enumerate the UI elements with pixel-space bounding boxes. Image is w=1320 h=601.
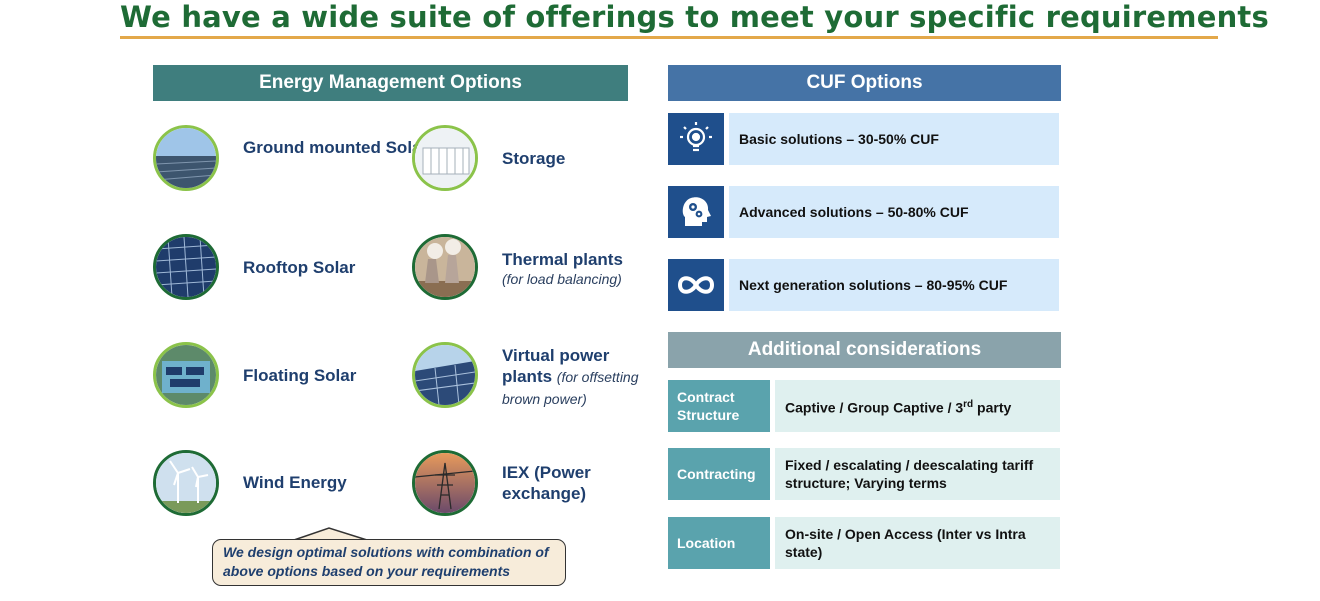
- title-underline: [120, 36, 1218, 39]
- callout-text: We design optimal solutions with combina…: [212, 539, 566, 586]
- option-label-storage: Storage: [502, 149, 566, 168]
- cuf-item-basic: Basic solutions – 30-50% CUF: [729, 113, 1059, 165]
- head-gears-icon: [668, 186, 724, 238]
- consideration-label-location: Location: [668, 517, 770, 569]
- floating-solar-photo: [153, 342, 219, 408]
- page-title: We have a wide suite of offerings to mee…: [120, 0, 1269, 34]
- storage-photo: [412, 125, 478, 191]
- cuf-item-advanced: Advanced solutions – 50-80% CUF: [729, 186, 1059, 238]
- rooftop-solar-photo: [153, 234, 219, 300]
- contract-structure-superscript: rd: [963, 398, 974, 410]
- contract-structure-text-end: party: [973, 399, 1012, 416]
- consideration-label-contracting: Contracting: [668, 448, 770, 500]
- ground-solar-photo: [153, 125, 219, 191]
- virtual-power-photo: [412, 342, 478, 408]
- virtual-power-title: Virtual power plants: [502, 346, 610, 386]
- option-label-virtual-power: Virtual power plants (for offsetting bro…: [502, 345, 652, 410]
- callout-note: We design optimal solutions with combina…: [212, 527, 566, 587]
- consideration-value-contract-structure: Captive / Group Captive / 3rd party: [775, 380, 1060, 432]
- transmission-tower-photo: [412, 450, 478, 516]
- cuf-item-next-gen: Next generation solutions – 80-95% CUF: [729, 259, 1059, 311]
- thermal-plant-photo: [412, 234, 478, 300]
- virtual-power-subtitle: (for offsetting brown power): [502, 369, 639, 407]
- cuf-options-header: CUF Options: [668, 65, 1061, 101]
- consideration-label-contract-structure: Contract Structure: [668, 380, 770, 432]
- option-label-ground-solar: Ground mounted Solar: [243, 138, 429, 157]
- consideration-value-contracting: Fixed / escalating / deescalating tariff…: [775, 448, 1060, 500]
- lightbulb-icon: [668, 113, 724, 165]
- option-label-iex: IEX (Power exchange): [502, 463, 591, 503]
- thermal-subtitle: (for load balancing): [502, 271, 622, 287]
- contract-structure-text: Captive / Group Captive / 3: [785, 399, 964, 416]
- infinity-icon: [668, 259, 724, 311]
- consideration-value-location: On-site / Open Access (Inter vs Intra st…: [775, 517, 1060, 569]
- option-label-rooftop-solar: Rooftop Solar: [243, 258, 356, 277]
- additional-considerations-header: Additional considerations: [668, 332, 1061, 368]
- option-label-floating-solar: Floating Solar: [243, 366, 357, 385]
- energy-management-header: Energy Management Options: [153, 65, 628, 101]
- thermal-title: Thermal plants: [502, 250, 623, 269]
- option-label-wind: Wind Energy: [243, 473, 347, 492]
- option-label-thermal: Thermal plants (for load balancing): [502, 249, 623, 289]
- wind-turbine-photo: [153, 450, 219, 516]
